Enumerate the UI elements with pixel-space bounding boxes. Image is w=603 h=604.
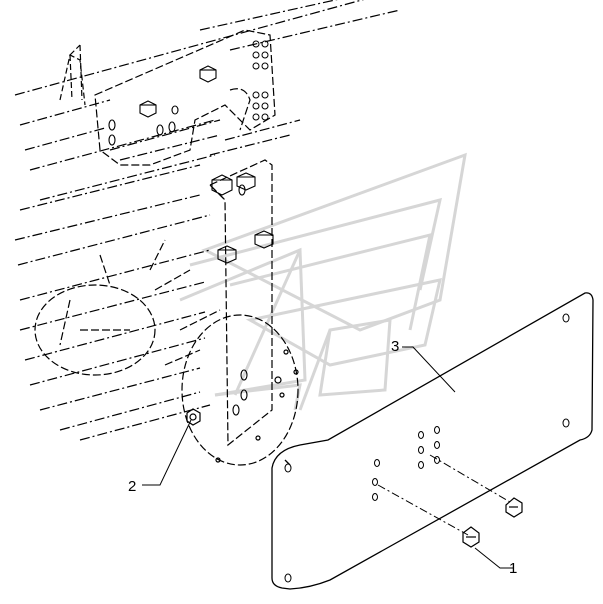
assembly-lines <box>377 454 511 536</box>
frame-assembly <box>14 0 401 466</box>
callout-3: 3 <box>391 338 400 355</box>
part-2-nut <box>186 408 201 426</box>
part-3-cover-plate <box>271 292 594 590</box>
part-1-bolts <box>462 497 523 548</box>
callout-2: 2 <box>128 478 137 495</box>
callout-1: 1 <box>509 560 518 577</box>
leader-lines <box>142 346 514 569</box>
chevron-emblem-icon <box>179 152 467 411</box>
